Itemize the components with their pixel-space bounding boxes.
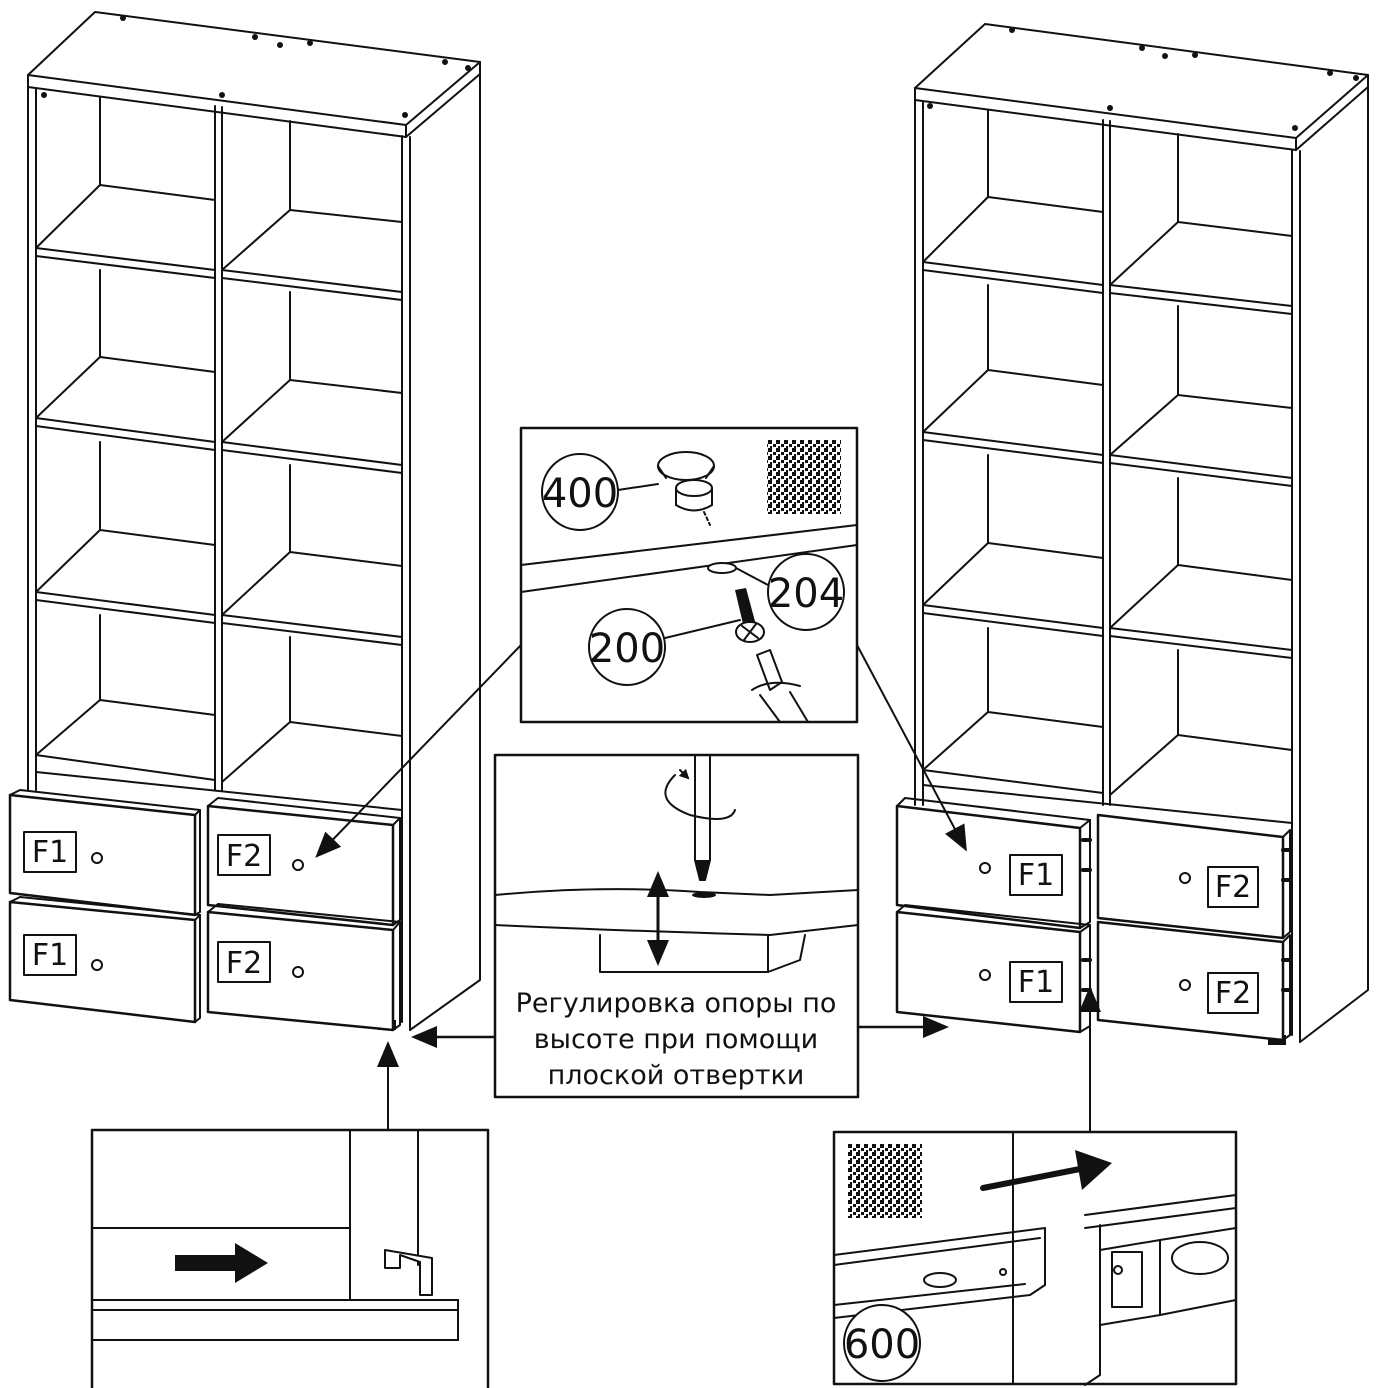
drawer-label: F2 <box>226 839 262 874</box>
screwdriver-icon <box>751 649 809 723</box>
part-number-200: 200 <box>589 626 665 672</box>
drawer-label: F1 <box>32 938 68 973</box>
drawer-label: F1 <box>1018 965 1054 1000</box>
drawer-f1-bottom-right: F1 <box>895 904 1091 1034</box>
drawer-label: F2 <box>1215 976 1251 1011</box>
drawer-label: F2 <box>1215 870 1251 905</box>
drawer-label: F2 <box>226 946 262 981</box>
drawer-f1-top: F1 <box>8 789 201 917</box>
drawer-f2-bottom: F2 <box>206 903 401 1032</box>
qr-code-icon <box>767 440 841 514</box>
caption-line-3: плоской отвертки <box>548 1060 805 1091</box>
caption-line-2: высоте при помощи <box>534 1024 818 1055</box>
detail-drawer-stop <box>90 1128 490 1388</box>
right-cabinet <box>914 23 1369 1045</box>
drawer-f1-top-right: F1 <box>895 797 1091 930</box>
washer-icon <box>707 562 737 574</box>
arrow-icon <box>1075 1150 1112 1190</box>
drawer-f1-bottom: F1 <box>8 896 201 1024</box>
caption-line-1: Регулировка опоры по <box>516 988 837 1019</box>
left-drawers: F1 F1 F2 F2 <box>8 789 401 1032</box>
left-cabinet <box>27 11 481 1031</box>
foot-icon <box>657 451 715 526</box>
part-number-204: 204 <box>768 571 844 617</box>
rotate-icon <box>664 774 736 820</box>
right-drawers: F1 F1 F2 F2 <box>895 797 1292 1042</box>
detail-runner: 600 <box>832 1130 1238 1386</box>
detail-foot-screw: 400 200 204 <box>519 426 859 724</box>
drawer-label: F1 <box>32 835 68 870</box>
drawer-f2-top-right: F2 <box>1096 813 1291 940</box>
arrow-icon <box>175 1243 268 1283</box>
detail-leg-adjust: Регулировка опоры по высоте при помощи п… <box>493 753 860 1099</box>
screw-icon <box>735 588 765 643</box>
drawer-f2-bottom-right: F2 <box>1096 920 1291 1042</box>
qr-code-icon <box>848 1144 922 1218</box>
drawer-f2-top: F2 <box>206 797 401 927</box>
part-number-400: 400 <box>542 471 618 517</box>
drawer-label: F1 <box>1018 858 1054 893</box>
part-number-600: 600 <box>844 1322 920 1368</box>
